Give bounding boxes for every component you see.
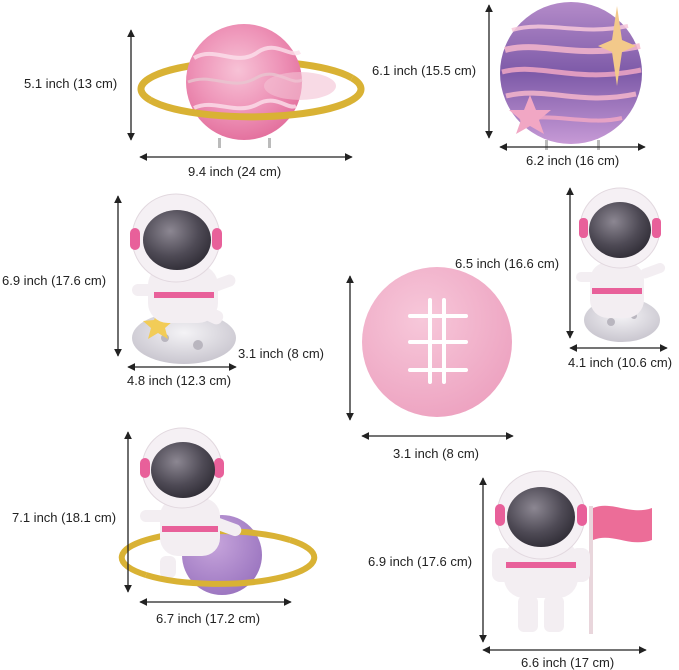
pink-disc-height-label: 3.1 inch (8 cm) [238,346,324,361]
astronaut-right-height-label: 6.5 inch (16.6 cm) [455,256,560,271]
astronaut-left-width-label: 4.8 inch (12.3 cm) [127,373,232,388]
astronaut-left-graphic [130,193,236,364]
pink-ringed-planet-arrows [127,29,353,161]
astronaut-flag-height-label: 6.9 inch (17.6 cm) [368,554,473,569]
astronaut-ringed-height-label: 7.1 inch (18.1 cm) [12,510,117,525]
astronaut-left-height-label: 6.9 inch (17.6 cm) [2,273,107,288]
purple-planet-arrows [485,4,646,151]
purple-planet-graphic [500,2,642,150]
astronaut-flag-width-label: 6.6 inch (17 cm) [521,655,615,670]
pink-ringed-planet-graphic [137,24,365,148]
astronaut-right-width-label: 4.1 inch (10.6 cm) [568,355,673,370]
astronaut-flag-graphic [492,470,652,634]
pink-planet-height-label: 5.1 inch (13 cm) [24,76,118,91]
astronaut-flag-arrows [479,477,647,654]
pink-disc-arrows [346,275,514,440]
astronaut-right-arrows [566,187,668,352]
pink-planet-width-label: 9.4 inch (24 cm) [188,164,282,179]
astronaut-ringed-width-label: 6.7 inch (17.2 cm) [156,611,261,626]
pink-disc-width-label: 3.1 inch (8 cm) [393,446,479,461]
astronaut-left-arrows [114,195,237,371]
astronaut-right-graphic [576,187,666,342]
purple-planet-height-label: 6.1 inch (15.5 cm) [372,63,477,78]
purple-planet-width-label: 6.2 inch (16 cm) [526,153,620,168]
astronaut-ringed-planet-arrows [124,431,292,606]
astronaut-ringed-planet-graphic [118,427,318,595]
pink-disc-graphic [362,267,512,417]
